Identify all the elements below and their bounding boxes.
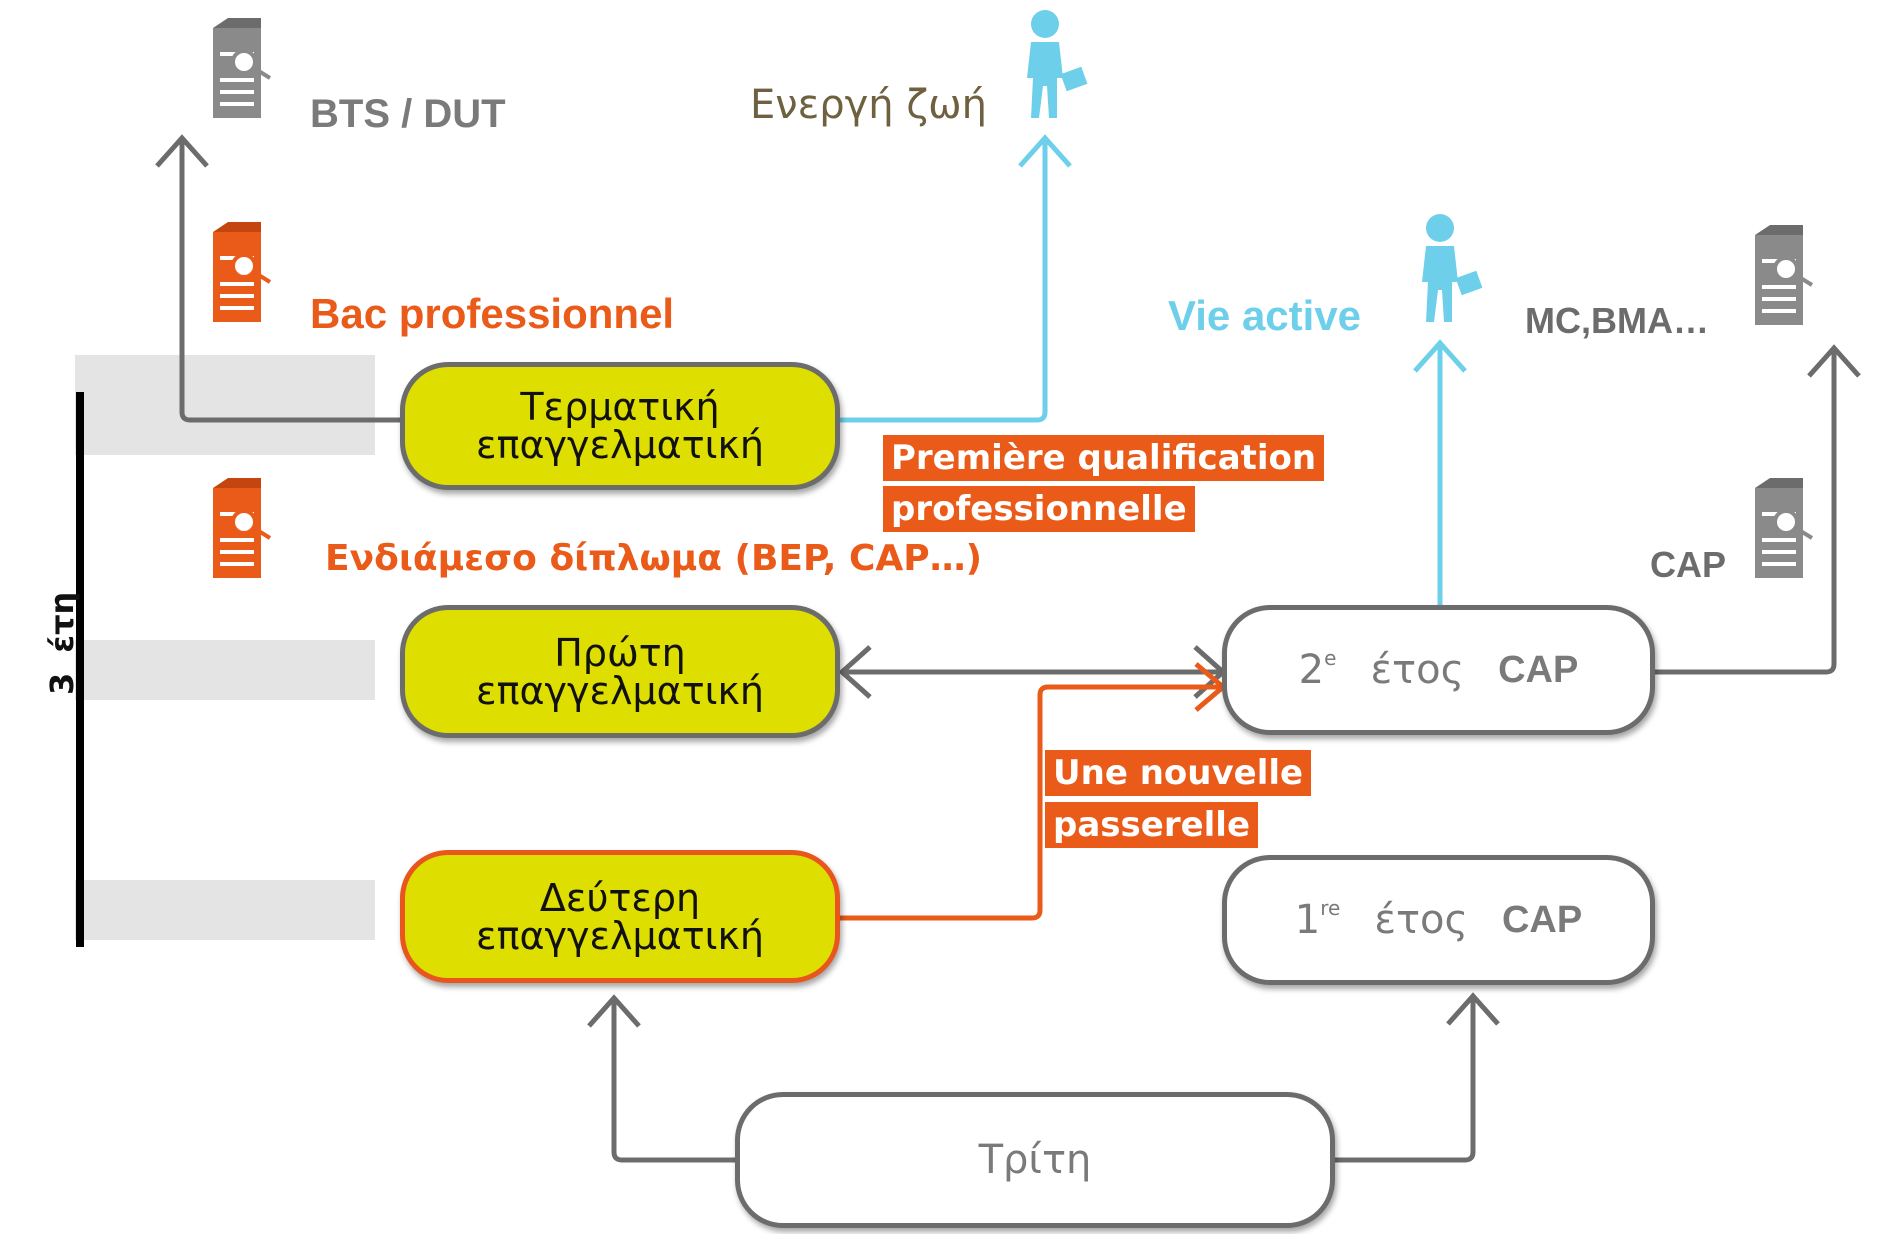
- row-band-seconde: [75, 880, 375, 940]
- years-word: έτη: [43, 591, 81, 653]
- diploma-icon: [1755, 225, 1814, 325]
- cap-year2-row: 2e έτος CAP: [1298, 645, 1579, 693]
- stage-seconde-line1: Δεύτερη: [539, 875, 701, 920]
- passerelle-label-line1: Une nouvelle: [1045, 750, 1312, 796]
- qualification-label-line1: Première qualification: [883, 435, 1325, 481]
- stage-terminale[interactable]: Τερματική επαγγελματική: [400, 362, 840, 490]
- row-band-terminale: [75, 355, 375, 455]
- cap-year2-word: έτος: [1370, 647, 1465, 693]
- cap-year2-box[interactable]: 2e έτος CAP: [1222, 605, 1655, 735]
- arrowhead-vie-active: [1413, 339, 1467, 373]
- qualification-label-line2: professionnelle: [883, 486, 1195, 532]
- row-band-premiere: [75, 640, 375, 700]
- arrowhead-cap1: [1446, 992, 1500, 1026]
- mc-bma-label: MC,BMA…: [1525, 300, 1709, 341]
- cap-year1-cap: CAP: [1501, 898, 1583, 941]
- stage-premiere-line1: Πρώτη: [554, 630, 686, 675]
- arrowhead-bts: [155, 134, 209, 168]
- arrow-to-active-life-top: [840, 140, 1048, 423]
- active-life-greek-label: Ενεργή ζωή: [750, 82, 987, 128]
- bac-pro-label: Bac professionnel: [310, 290, 675, 337]
- stage-terminale-line2: επαγγελματική: [476, 423, 764, 467]
- stage-seconde-line2: επαγγελματική: [476, 913, 764, 958]
- stage-premiere[interactable]: Πρώτη επαγγελματική: [400, 605, 840, 738]
- cap-year2-sup: e: [1324, 645, 1337, 670]
- passerelle-label-line2: passerelle: [1045, 802, 1259, 848]
- intermediate-diploma-label: Ενδιάμεσο δίπλωμα (BEP, CAP…): [325, 538, 983, 579]
- cap-year1-ordinal: 1re: [1294, 895, 1341, 943]
- cap-year1-num: 1: [1294, 897, 1321, 943]
- cap-year1-box[interactable]: 1re έτος CAP: [1222, 855, 1655, 985]
- person-with-briefcase-icon: [1027, 10, 1088, 118]
- cap-diploma-label: CAP: [1650, 544, 1727, 585]
- cap-year1-sup: re: [1320, 895, 1341, 920]
- stage-terminale-line1: Τερματική: [520, 385, 720, 429]
- years-label: 3 έτη: [43, 592, 203, 695]
- diploma-icon: [1755, 478, 1814, 578]
- arrowhead-to-premiere: [838, 645, 872, 699]
- diploma-icon: [213, 478, 272, 578]
- person-with-briefcase-icon: [1422, 214, 1483, 322]
- cap-year2-num: 2: [1298, 647, 1325, 693]
- years-number: 3: [43, 672, 81, 695]
- troisieme-box[interactable]: Τρίτη: [735, 1092, 1335, 1228]
- stage-premiere-line2: επαγγελματική: [476, 668, 764, 713]
- diploma-icon: [213, 18, 272, 118]
- troisieme-label: Τρίτη: [978, 1137, 1092, 1183]
- arrow-troisieme-to-seconde: [611, 1000, 740, 1163]
- stage-seconde[interactable]: Δεύτερη επαγγελματική: [400, 850, 840, 983]
- arrowhead-seconde: [587, 994, 641, 1028]
- arrow-troisieme-to-cap1: [1335, 998, 1476, 1163]
- vie-active-label: Vie active: [1168, 292, 1362, 339]
- cap-year1-row: 1re έτος CAP: [1294, 895, 1583, 943]
- diploma-icon: [213, 222, 272, 322]
- passerelle-arrow: [840, 684, 1222, 921]
- bts-dut-label: BTS / DUT: [310, 92, 506, 136]
- arrow-to-mc-bma: [1655, 350, 1837, 675]
- arrowhead-mc-bma: [1807, 344, 1861, 378]
- cap-year2-ordinal: 2e: [1298, 645, 1337, 693]
- cap-year1-word: έτος: [1374, 897, 1468, 943]
- arrowhead-active-life-top: [1018, 134, 1072, 168]
- cap-year2-cap: CAP: [1498, 648, 1579, 691]
- arrow-to-bts: [179, 140, 405, 423]
